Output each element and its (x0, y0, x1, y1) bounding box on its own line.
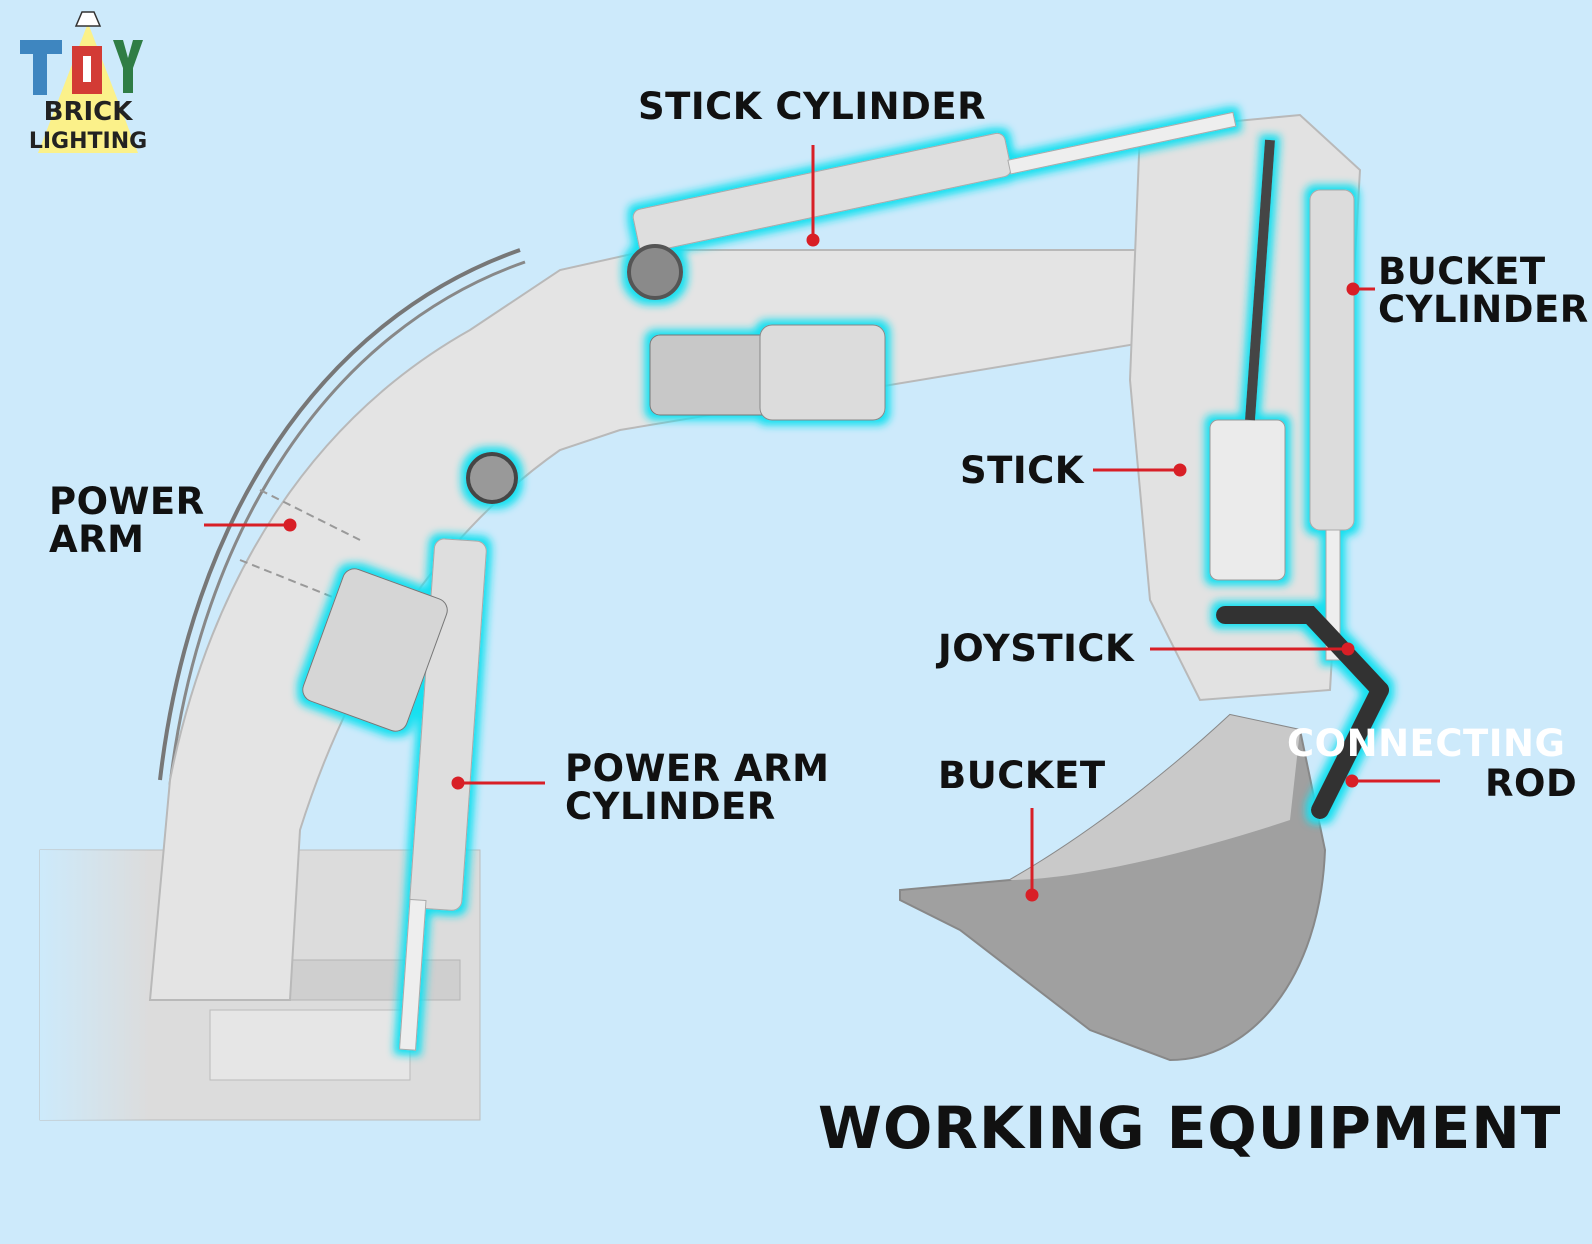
joystick-link (1216, 606, 1389, 699)
label-stick-cylinder: STICK CYLINDER (638, 85, 987, 128)
stick-motor (649, 324, 886, 421)
label-joystick: JOYSTICK (938, 627, 1135, 670)
logo-text-lighting: LIGHTING (29, 129, 147, 154)
stick-linkage (1209, 139, 1286, 581)
label-power-arm-line2: ARM (49, 518, 145, 561)
stick (1128, 113, 1362, 702)
label-power-arm: POWER ARM (49, 483, 205, 559)
label-stick: STICK (960, 449, 1084, 492)
label-power-arm-cylinder-line1: POWER ARM (565, 747, 830, 790)
label-bucket-cylinder: BUCKET CYLINDER (1378, 253, 1589, 329)
label-bucket-cylinder-line1: BUCKET (1378, 250, 1546, 293)
label-power-arm-line1: POWER (49, 480, 205, 523)
label-bucket: BUCKET (938, 754, 1106, 797)
diagram-title: WORKING EQUIPMENT (818, 1094, 1562, 1162)
label-bucket-cylinder-line2: CYLINDER (1378, 288, 1589, 331)
label-power-arm-cylinder-line2: CYLINDER (565, 785, 776, 828)
toy-brick-lighting-logo: BRICK LIGHTING (20, 11, 147, 154)
hydraulic-hose (158, 248, 521, 781)
logo-text-brick: BRICK (44, 97, 134, 127)
label-rod: ROD (1485, 762, 1578, 805)
stick-cylinder (627, 111, 1237, 300)
power-arm-motor (302, 568, 448, 732)
label-connecting: CONNECTING (1287, 722, 1566, 765)
label-power-arm-cylinder: POWER ARM CYLINDER (565, 750, 829, 826)
connecting-rod-link (1311, 681, 1389, 819)
